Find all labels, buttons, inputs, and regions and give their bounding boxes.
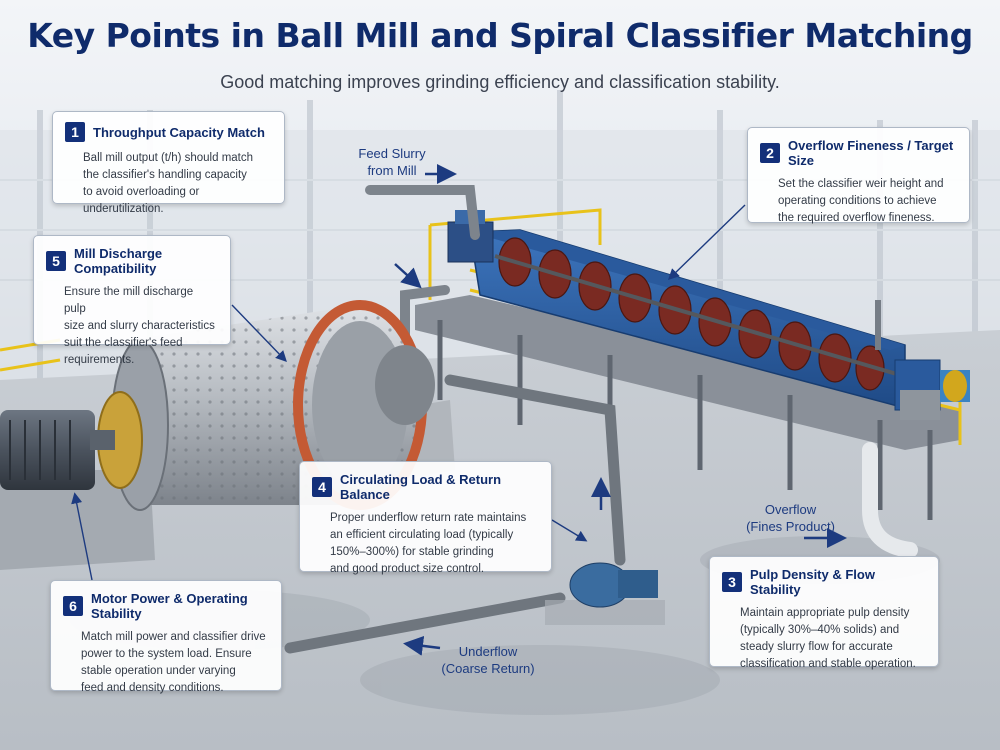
card-line: Ensure the mill discharge pulp: [64, 286, 194, 315]
card-number-badge: 2: [760, 143, 780, 163]
card-line: feed and density conditions.: [81, 682, 224, 694]
card-line: steady slurry flow for accurate: [740, 641, 893, 653]
card-line: an efficient circulating load (typically: [330, 529, 514, 541]
card-text: Match mill power and classifier drive po…: [63, 629, 269, 697]
card-text: Maintain appropriate pulp density (typic…: [722, 605, 926, 673]
card-title: Circulating Load & Return Balance: [340, 472, 502, 502]
flow-arrows: [394, 164, 847, 656]
card-line: stable operation under varying: [81, 665, 236, 677]
card-overflow-fineness: 2 Overflow Fineness / Target Size Set th…: [747, 127, 970, 224]
card-line: Proper underflow return rate maintains: [330, 512, 527, 524]
card-number-badge: 4: [312, 477, 332, 497]
card-line: suit the classifier's feed: [64, 337, 183, 349]
card-pulp-density: 3 Pulp Density & Flow Stability Maintain…: [709, 556, 939, 670]
feed-slurry-label: Feed Slurry from Mill: [352, 145, 432, 179]
page-subtitle: Good matching improves grinding efficien…: [220, 72, 780, 92]
card-line: classification and stable operation.: [740, 658, 916, 670]
slurry-pump: [545, 562, 665, 625]
underflow-label: Underflow (Coarse Return): [428, 643, 548, 677]
card-line: the classifier's handling capacity: [83, 169, 247, 181]
mill-foundation: [0, 470, 155, 570]
card-line: requirements.: [64, 354, 135, 366]
flow-label-line: from Mill: [367, 163, 417, 178]
card-motor-power: 6 Motor Power & Operating Stability Matc…: [50, 580, 282, 694]
overflow-label: Overflow (Fines Product): [728, 501, 853, 535]
card-text: Set the classifier weir height and opera…: [760, 176, 957, 227]
card-number-badge: 1: [65, 122, 85, 142]
flow-label-line: Overflow: [764, 502, 817, 517]
card-line: size and slurry characteristics: [64, 320, 215, 332]
flow-label-line: Underflow: [458, 644, 518, 659]
card-title: Throughput Capacity Match: [93, 124, 265, 140]
mill-motor: [0, 391, 143, 490]
card-title: Overflow Fineness / Target Size: [788, 138, 954, 168]
card-title: Pulp Density & Flow Stability: [750, 567, 875, 597]
card-number-badge: 5: [46, 251, 66, 271]
card-line: Maintain appropriate pulp density: [740, 607, 910, 619]
card-number-badge: 3: [722, 572, 742, 592]
flow-label-line: (Fines Product): [746, 519, 835, 534]
return-pipe: [284, 374, 626, 654]
callout-pointers: [71, 204, 746, 581]
card-line: (typically 30%–40% solids) and: [740, 624, 900, 636]
card-number-badge: 6: [63, 596, 83, 616]
card-title: Mill Discharge Compatibility: [74, 246, 163, 276]
card-text: Ball mill output (t/h) should match the …: [65, 150, 272, 218]
card-circulating-load: 4 Circulating Load & Return Balance Prop…: [299, 461, 552, 575]
card-line: the required overflow fineness.: [778, 212, 935, 224]
flow-label-line: Feed Slurry: [358, 146, 426, 161]
card-line: to avoid overloading or underutilization…: [83, 186, 200, 215]
card-line: 150%–300%) for stable grinding: [330, 546, 494, 558]
card-text: Proper underflow return rate maintains a…: [312, 510, 539, 578]
flow-label-line: (Coarse Return): [441, 661, 535, 676]
card-line: and good product size control.: [330, 563, 485, 575]
card-throughput-capacity: 1 Throughput Capacity Match Ball mill ou…: [52, 111, 285, 215]
card-line: Match mill power and classifier drive: [81, 631, 266, 643]
card-title: Motor Power & Operating Stability: [91, 591, 248, 621]
overflow-pipe: [862, 442, 918, 558]
card-mill-discharge: 5 Mill Discharge Compatibility Ensure th…: [33, 235, 231, 366]
page-title: Key Points in Ball Mill and Spiral Class…: [27, 16, 973, 55]
card-text: Ensure the mill discharge pulp size and …: [46, 284, 218, 369]
card-line: Ball mill output (t/h) should match: [83, 152, 254, 164]
card-line: power to the system load. Ensure: [81, 648, 252, 660]
card-line: Set the classifier weir height and: [778, 178, 944, 190]
spiral-classifier: [447, 210, 970, 420]
card-line: operating conditions to achieve: [778, 195, 937, 207]
